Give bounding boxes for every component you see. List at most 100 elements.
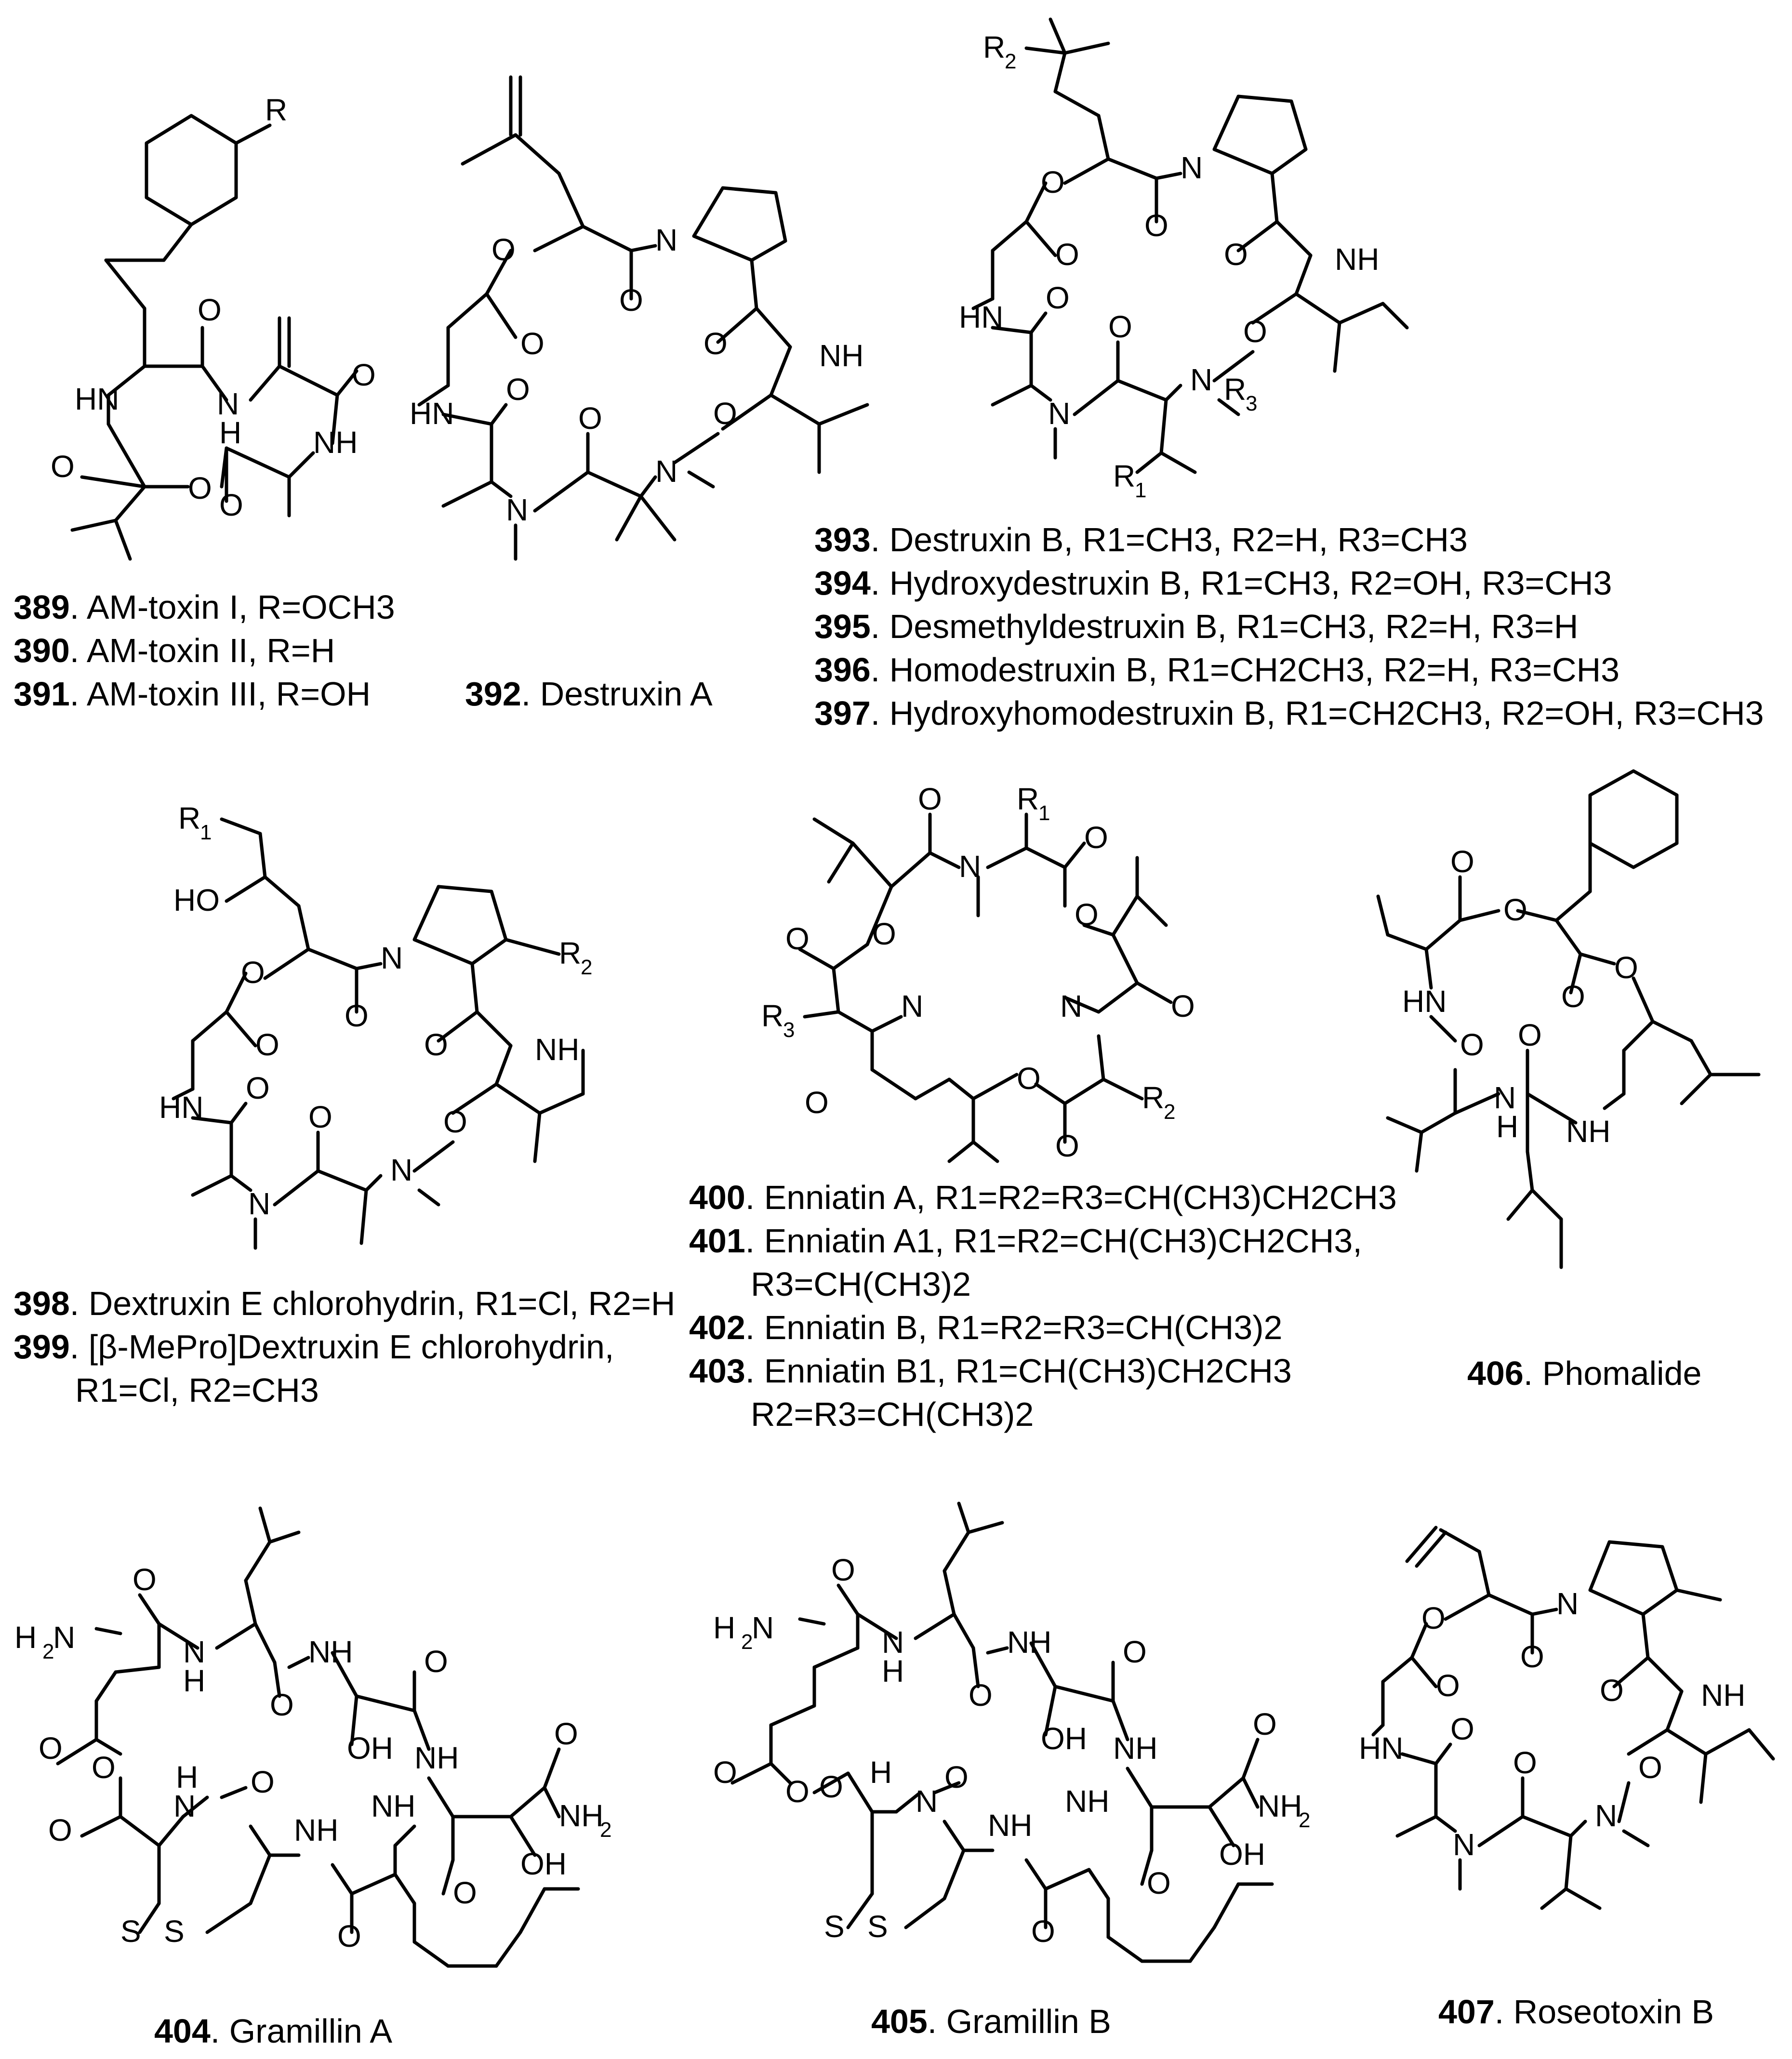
structure-gramillin-a: H 2 N O N H O NH O OH NH O NH 2 OH O NH … [14,1506,611,1968]
atom-label: O [133,1562,157,1597]
atom-subscript: 2 [600,1818,611,1842]
atom-label: N [1595,1798,1617,1833]
atom-label: O [805,1085,829,1120]
atom-label: R [559,936,581,970]
atom-label: O [831,1553,855,1587]
structure-dextruxin-e-chlorohydrin: R 1 [159,801,592,1250]
caption-line: 396. Homodestruxin B, R1=CH2CH3, R2=H, R… [814,651,1620,689]
atom-label: O [270,1687,294,1722]
atom-subscript: 2 [1005,50,1016,73]
atom-label: O [918,782,942,816]
caption-line: R1=Cl, R2=CH3 [75,1371,319,1409]
atom-label: O [1055,237,1079,272]
atom-subscript: 3 [1246,392,1257,415]
atom-label: O [785,921,810,956]
atom-label: O [1503,892,1527,927]
atom-label: O [39,1731,63,1766]
atom-label: R [1113,459,1135,493]
atom-label: N [390,1153,412,1187]
atom-label: O [246,1071,270,1105]
atom-label: O [872,917,896,951]
caption-line: 394. Hydroxydestruxin B, R1=CH3, R2=OH, … [814,564,1612,602]
atom-label: O [424,1644,448,1679]
atom-label: R [178,801,200,836]
atom-label: O [48,1813,72,1847]
caption-line: 406. Phomalide [1467,1355,1702,1392]
atom-label: O [713,396,737,431]
atom-label: NH [313,425,358,460]
atom-label: N [1181,150,1203,185]
caption-line: 404. Gramillin A [154,2012,393,2050]
atom-label: NH [1065,1784,1109,1819]
atom-label: O [1253,1707,1277,1741]
atom-label: O [1243,314,1267,349]
atom-label: N [506,492,528,527]
atom-label: O [92,1750,116,1785]
caption-line: R2=R3=CH(CH3)2 [751,1395,1034,1433]
atom-label: OH [1041,1721,1087,1756]
atom-label: O [352,358,376,392]
atom-label: N [882,1625,904,1660]
atom-label: S [164,1914,185,1949]
atom-label: NH [1566,1114,1610,1149]
atom-label: OH [1219,1837,1265,1872]
atom-label: N [183,1634,205,1669]
atom-label: O [219,488,243,522]
caption-line: 392. Destruxin A [465,675,713,713]
atom-label: N [217,386,239,421]
caption-line: 400. Enniatin A, R1=R2=R3=CH(CH3)CH2CH3 [689,1179,1397,1216]
atom-label: O [578,401,602,436]
caption-line: 401. Enniatin A1, R1=R2=CH(CH3)CH2CH3, [689,1222,1362,1260]
atom-label: NH [1258,1789,1302,1823]
atom-label: S [120,1914,141,1949]
atom-label: O [819,1769,843,1804]
structure-destruxin-b: R 2 [959,17,1409,502]
structure-phomalide: O O O O HN O O NH N H [1376,769,1761,1269]
atom-subscript: 3 [783,1018,795,1042]
atom-label: R [1142,1080,1164,1115]
caption-line: 390. AM-toxin II, R=H [13,632,335,669]
atom-label: O [1224,237,1248,272]
atom-label: H [183,1663,205,1698]
atom-label: O [1450,844,1474,879]
atom-label: N [752,1610,774,1645]
caption-line: 389. AM-toxin I, R=OCH3 [13,588,395,626]
atom-subscript: 2 [42,1640,54,1663]
structure-am-toxin: R HN O N H O NH O O O [51,93,376,561]
caption-line: 398. Dextruxin E chlorohydrin, R1=Cl, R2… [13,1285,676,1322]
caption-404: 404. Gramillin A [154,2009,392,2053]
atom-label: HN [1402,984,1447,1019]
atom-label: HO [173,883,220,917]
atom-label: O [1046,280,1070,315]
atom-label: NH [371,1789,415,1823]
atom-label: O [1561,979,1585,1014]
atom-label: O [1436,1668,1460,1703]
atom-label: N [959,849,981,884]
atom-label: H [1496,1109,1518,1144]
atom-label: N [248,1186,270,1221]
atom-label: O [443,1104,467,1139]
atom-subscript: 2 [1164,1100,1175,1124]
atom-label: NH [1113,1731,1157,1766]
atom-label: O [1513,1745,1537,1780]
atom-subscript: 2 [741,1630,753,1654]
caption-406: 406. Phomalide [1467,1352,1701,1395]
atom-label: N [901,989,923,1023]
atom-label: N [53,1620,75,1655]
caption-line: 397. Hydroxyhomodestruxin B, R1=CH2CH3, … [814,694,1764,732]
atom-label: O [1123,1634,1147,1669]
atom-label: HN [959,300,1003,334]
atom-label: O [554,1716,578,1751]
atom-label: NH [988,1808,1032,1843]
atom-label: O [1638,1750,1662,1785]
atom-label: O [1041,165,1065,199]
atom-label: O [491,232,516,267]
atom-label: O [1450,1712,1474,1746]
atom-label: N [916,1784,938,1819]
atom-label: HN [75,382,119,416]
atom-subscript: 2 [581,956,592,979]
atom-label: OH [347,1731,393,1766]
atom-label: HN [410,396,454,431]
atom-label: O [1017,1061,1041,1096]
atom-label: O [337,1919,361,1953]
